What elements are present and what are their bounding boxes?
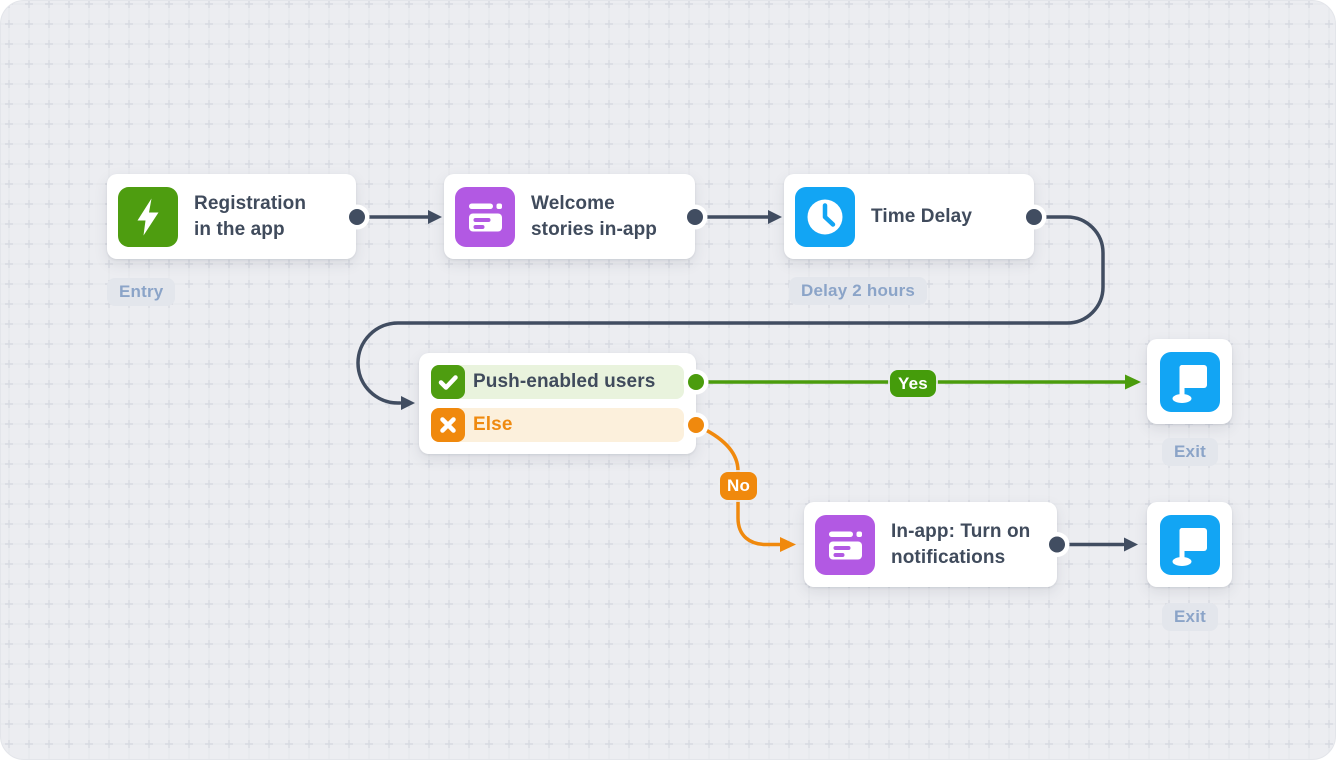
exit-tag: Exit <box>1162 438 1218 466</box>
node-welcome-stories[interactable]: Welcome stories in-app <box>444 174 695 259</box>
edge-registration-to-welcome <box>363 210 442 224</box>
node-title: In-app: Turn on notifications <box>891 520 1031 568</box>
cross-icon <box>431 408 465 442</box>
in-app-message-icon <box>455 186 515 247</box>
in-app-message-icon <box>815 514 875 575</box>
node-inapp-notifications[interactable]: In-app: Turn on notifications <box>804 502 1057 587</box>
delay-tag: Delay 2 hours <box>789 277 928 305</box>
node-registration[interactable]: Registration in the app <box>107 174 356 259</box>
flag-icon <box>1159 351 1220 412</box>
no-edge-badge: No <box>720 472 757 500</box>
exit-tag: Exit <box>1162 603 1218 631</box>
entry-tag: Entry <box>107 278 176 306</box>
branch-else[interactable]: Else <box>431 408 684 442</box>
clock-icon <box>795 186 855 247</box>
check-icon <box>431 365 465 399</box>
node-exit-top[interactable] <box>1147 339 1232 424</box>
flag-icon <box>1159 514 1220 575</box>
branch-push-enabled[interactable]: Push-enabled users <box>431 365 684 399</box>
edge-inapp-to-exit <box>1063 537 1138 552</box>
edge-welcome-to-timedelay <box>701 210 782 224</box>
node-exit-bottom[interactable] <box>1147 502 1232 587</box>
node-title: Welcome stories in-app <box>531 192 657 240</box>
node-time-delay[interactable]: Time Delay <box>784 174 1034 259</box>
lightning-icon <box>118 186 178 247</box>
node-condition[interactable]: Push-enabled users Else <box>419 353 696 454</box>
node-title: Time Delay <box>871 205 972 227</box>
branch-label: Else <box>473 414 513 435</box>
yes-edge-badge: Yes <box>890 370 936 397</box>
branch-label: Push-enabled users <box>473 371 656 392</box>
node-title: Registration in the app <box>194 192 307 240</box>
